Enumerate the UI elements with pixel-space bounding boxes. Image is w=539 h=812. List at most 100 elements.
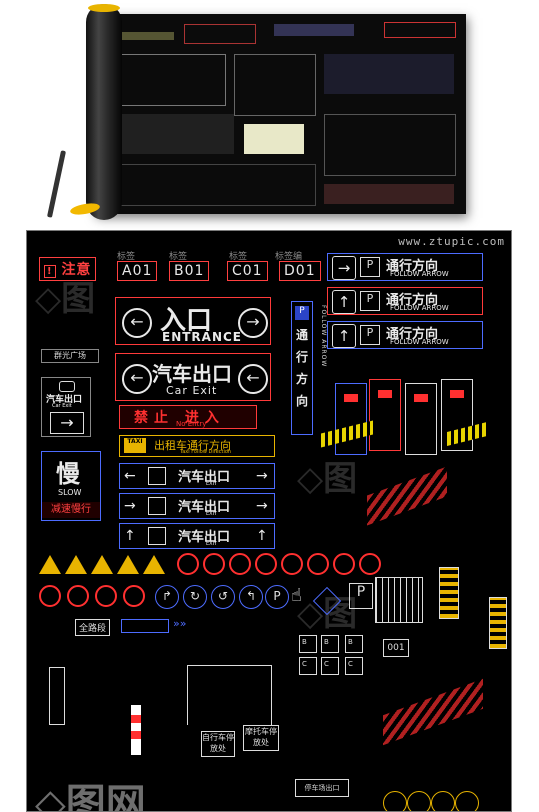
slow-sub: 减速慢行 bbox=[42, 502, 100, 518]
exit-en: EXIT bbox=[206, 541, 218, 547]
header-label: 标签 bbox=[229, 252, 248, 262]
car-exit-sign: ← 汽车出口 Car Exit ← bbox=[115, 353, 271, 401]
barrier-model bbox=[383, 678, 483, 746]
divider-line bbox=[187, 665, 271, 666]
cad-drawing: www.ztupic.com ◇图 ◇图 ◇图 ◇图网 ! 注意 标签 标签 标… bbox=[26, 230, 512, 812]
car-exit-box-en: Car Exit bbox=[52, 403, 72, 409]
divider-line bbox=[271, 665, 272, 725]
right-arrow-icon: → bbox=[124, 498, 136, 514]
warning-triangle-icon bbox=[39, 555, 61, 574]
prohibition-sign-icon bbox=[333, 553, 355, 575]
key-sign: C bbox=[299, 657, 317, 675]
parking-p-icon: P bbox=[349, 583, 373, 609]
taxi-en: Taxi Follow Direction bbox=[180, 449, 232, 455]
no-entry-en: No Entry bbox=[176, 420, 207, 428]
code-tag-d01: D01 bbox=[279, 261, 321, 281]
outline-circle bbox=[431, 791, 455, 811]
taxi-badge: TAXI bbox=[124, 438, 146, 453]
exit-en: EXIT bbox=[206, 511, 218, 517]
outline-circle bbox=[455, 791, 479, 811]
right-arrow-icon: → bbox=[238, 308, 268, 338]
parking-p-icon: P bbox=[360, 325, 380, 345]
gate-arm-band bbox=[131, 715, 141, 723]
left-arrow-icon: ← bbox=[124, 468, 136, 484]
slow-cn: 慢 bbox=[56, 460, 80, 488]
right-arrow-icon: → bbox=[50, 412, 84, 434]
warning-triangle-icon bbox=[143, 555, 165, 574]
prohibition-sign-icon bbox=[203, 553, 225, 575]
pillar-model bbox=[335, 383, 367, 455]
parking-p-icon: P bbox=[295, 306, 309, 320]
prohibition-sign-icon bbox=[255, 553, 277, 575]
prohibition-sign-icon bbox=[95, 585, 117, 607]
gate-arm bbox=[131, 705, 141, 755]
key-sign: B bbox=[299, 635, 317, 653]
exit-sign: ← 汽车出口 EXIT → bbox=[119, 463, 275, 489]
up-arrow-icon: ↑ bbox=[124, 528, 136, 544]
warning-triangle-icon bbox=[91, 555, 113, 574]
logo-watermark: ◇图网 bbox=[35, 781, 146, 812]
plaza-label: 群光广场 bbox=[41, 349, 99, 363]
key-sign: B bbox=[345, 635, 363, 653]
key-sign: C bbox=[345, 657, 363, 675]
barrier-model bbox=[367, 466, 447, 526]
parking-exit-sign: 停车场出口 bbox=[295, 779, 349, 797]
key-sign: B bbox=[321, 635, 339, 653]
logo-watermark: ◇图 bbox=[35, 279, 96, 319]
entrance-en: ENTRANCE bbox=[162, 330, 242, 344]
exit-sign: → 汽车出口 EXIT → bbox=[119, 493, 275, 519]
right-arrow-icon: → bbox=[256, 468, 268, 484]
turn-arrow-icon: ↰ bbox=[239, 585, 263, 609]
warning-triangle-icon bbox=[117, 555, 139, 574]
right-arrow-icon: → bbox=[332, 256, 356, 280]
entrance-cn: 入口 bbox=[160, 306, 213, 336]
prohibition-sign-icon bbox=[307, 553, 329, 575]
code-001: 001 bbox=[383, 639, 409, 657]
header-label: 标签 bbox=[117, 252, 136, 262]
car-icon bbox=[148, 497, 166, 515]
parking-p-icon: P bbox=[360, 257, 380, 277]
up-arrow-icon: ↑ bbox=[332, 290, 356, 314]
pillar-model bbox=[369, 379, 401, 451]
follow-en: FOLLOW ARROW bbox=[390, 338, 449, 346]
left-arrow-icon: ← bbox=[238, 364, 268, 394]
car-exit-box-cn: 汽车出口 bbox=[46, 395, 83, 405]
exit-sign: ↑ 汽车出口 EXIT ↑ bbox=[119, 523, 275, 549]
prohibition-sign-icon bbox=[281, 553, 303, 575]
warning-triangle-icon bbox=[65, 555, 87, 574]
taxi-cn: 出租车通行方向 bbox=[154, 439, 231, 452]
parking-p-icon: P bbox=[360, 291, 380, 311]
pillar-label bbox=[450, 390, 464, 398]
hand-pointer-icon: ☝ bbox=[291, 585, 302, 606]
full-road-label: 全路段 bbox=[75, 619, 111, 636]
car-exit-box: 汽车出口 Car Exit → bbox=[41, 377, 91, 437]
no-entry-cn: 禁止 进入 bbox=[134, 410, 225, 426]
follow-arrow-sign: ↑ P 通行方向 FOLLOW ARROW bbox=[327, 321, 483, 349]
vertical-cn: 通行方向 bbox=[296, 328, 309, 408]
car-icon bbox=[59, 381, 75, 392]
column-model bbox=[439, 567, 459, 619]
prohibition-sign-icon bbox=[123, 585, 145, 607]
vertical-follow-sign: P 通行方向 bbox=[291, 301, 313, 435]
pillar-label bbox=[414, 394, 428, 402]
code-tag-a01: A01 bbox=[117, 261, 158, 281]
gate-arm-band bbox=[131, 731, 141, 739]
car-icon bbox=[148, 467, 166, 485]
left-arrow-icon: ← bbox=[122, 308, 152, 338]
bike-area-sign: 自行车停放处 bbox=[201, 731, 235, 757]
parking-p-icon: P bbox=[265, 585, 289, 609]
entrance-sign: ← 入口 ENTRANCE → bbox=[115, 297, 271, 345]
header-label: 标签 bbox=[169, 252, 188, 262]
prohibition-sign-icon bbox=[359, 553, 381, 575]
logo-watermark: ◇图 bbox=[297, 594, 358, 634]
exit-cn: 汽车出口 bbox=[178, 500, 231, 515]
column-model bbox=[489, 597, 507, 649]
car-exit-en: Car Exit bbox=[166, 384, 218, 397]
follow-arrow-sign: ↑ P 通行方向 FOLLOW ARROW bbox=[327, 287, 483, 315]
roundabout-icon: ↻ bbox=[183, 585, 207, 609]
left-arrow-icon: ← bbox=[122, 364, 152, 394]
preview-sheet bbox=[94, 14, 466, 214]
right-arrow-icon: → bbox=[256, 498, 268, 514]
header-label: 标签编 bbox=[275, 252, 303, 262]
no-entry-sign: 禁止 进入 No Entry bbox=[119, 405, 257, 429]
